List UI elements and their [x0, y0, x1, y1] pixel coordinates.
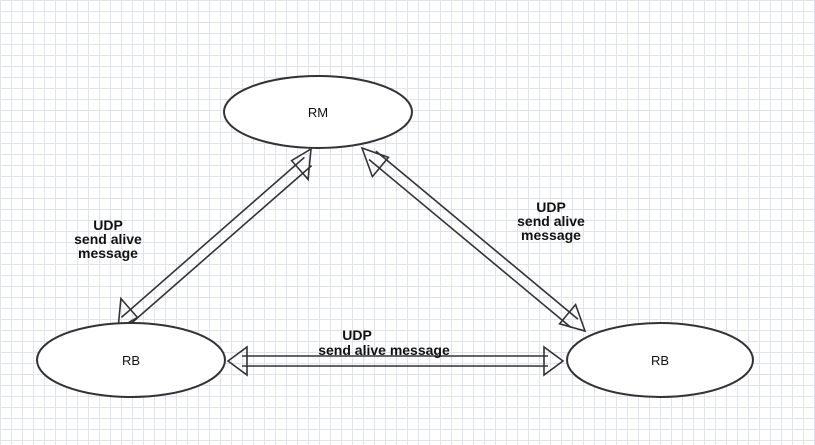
node-rb-left: RB	[36, 322, 226, 398]
node-rb-left-label: RB	[122, 353, 140, 368]
edge-label-left-line-1: UDP	[93, 217, 123, 233]
edge-label-right-line-2: send alive	[517, 213, 585, 229]
edge-label-bottom: UDP send alive message	[318, 327, 450, 358]
arrow-rb-rb	[226, 345, 565, 377]
edge-label-right-line-3: message	[521, 227, 581, 243]
node-rm-label: RM	[308, 105, 328, 120]
node-rb-right-label: RB	[651, 353, 669, 368]
edge-label-bottom-line-2: send alive message	[318, 342, 450, 358]
edge-label-right: UDP send alive message	[517, 199, 585, 243]
node-rb-right: RB	[566, 322, 754, 398]
edge-label-bottom-line-1: UDP	[342, 327, 372, 343]
node-rm: RM	[223, 75, 413, 149]
arrow-rm-rb-right	[360, 146, 587, 333]
edge-label-left-line-3: message	[78, 245, 138, 261]
edge-label-right-line-1: UDP	[536, 199, 566, 215]
arrow-rm-rb-left	[117, 147, 313, 331]
edge-label-left: UDP send alive message	[74, 217, 142, 261]
edge-label-left-line-2: send alive	[74, 231, 142, 247]
